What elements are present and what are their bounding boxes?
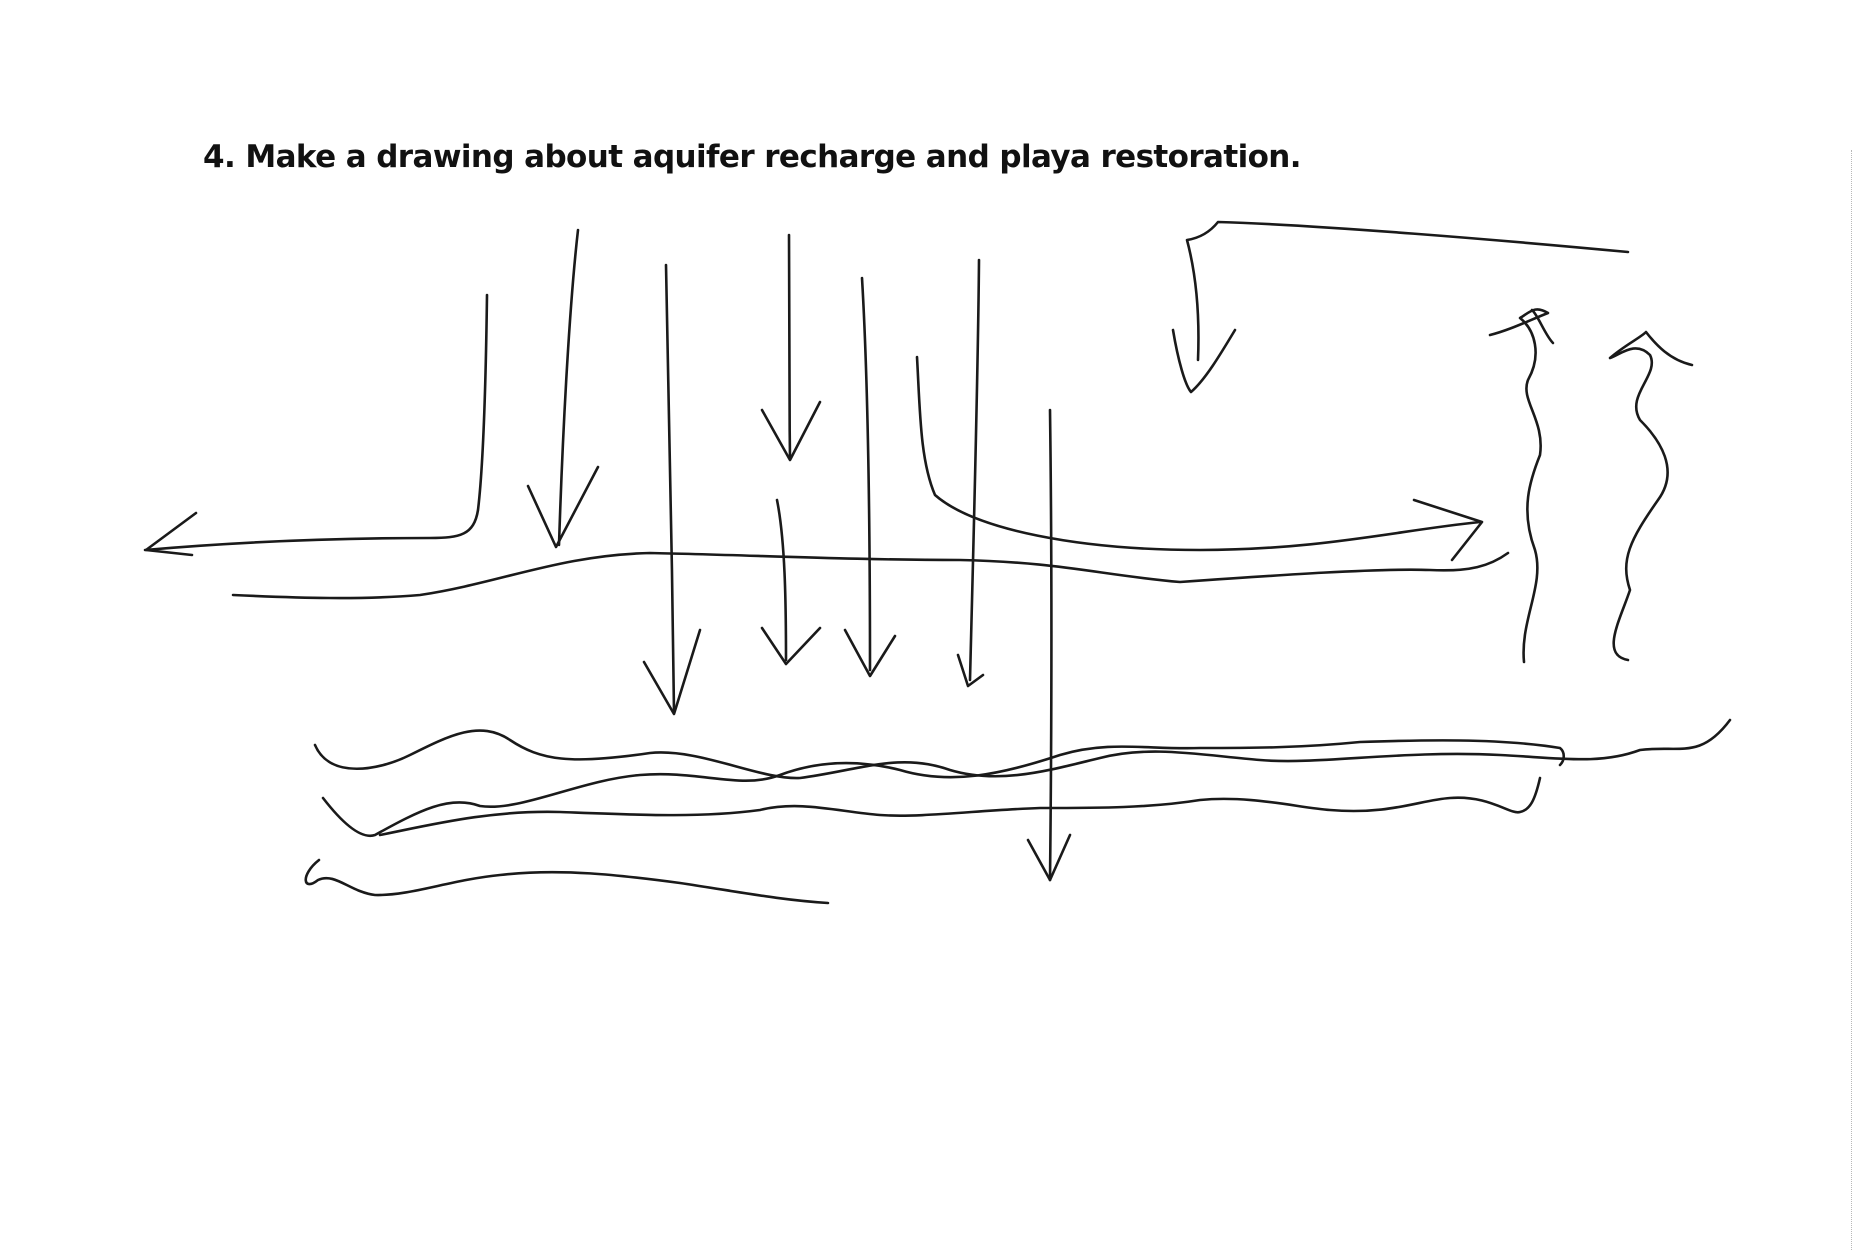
infiltration-arrowhead-6 (956, 653, 985, 688)
right-runoff-arrow (915, 355, 1482, 552)
ground-surface-line (231, 551, 1510, 600)
infiltration-arrow-2 (664, 263, 676, 714)
deep-infiltration-arrowhead (1026, 833, 1072, 882)
infiltration-arrow-1 (557, 228, 580, 547)
question-prompt: 4. Make a drawing about aquifer recharge… (203, 139, 1302, 175)
infiltration-arrowhead-4 (760, 626, 822, 666)
infiltration-arrow-5 (860, 276, 872, 672)
infiltration-arrow-3 (787, 233, 792, 460)
infiltration-arrowhead-5 (843, 628, 897, 678)
right-runoff-arrowhead (1412, 498, 1484, 562)
infiltration-arrowhead-1 (526, 465, 600, 549)
deep-infiltration-arrow (1048, 408, 1053, 882)
evaporation-squiggle-2 (1608, 330, 1694, 662)
infiltration-arrow-4 (775, 498, 788, 662)
bracket-arrowhead (1171, 328, 1237, 394)
aquifer-wave-1 (313, 718, 1732, 780)
left-runoff-arrow (143, 293, 489, 552)
aquifer-wave-4 (304, 858, 830, 905)
evaporation-squiggle-1 (1488, 308, 1550, 664)
infiltration-arrowhead-3 (760, 400, 822, 462)
infiltration-arrow-6 (968, 258, 981, 682)
bracket-arrow (1185, 220, 1630, 362)
evaporation-squiggle-1-tip (1530, 308, 1555, 345)
infiltration-arrowhead-2 (642, 628, 702, 716)
aquifer-wave-2 (321, 739, 1566, 838)
left-runoff-arrowhead (144, 511, 198, 557)
scan-edge-border (1851, 150, 1852, 1250)
aquifer-wave-3 (378, 776, 1542, 837)
